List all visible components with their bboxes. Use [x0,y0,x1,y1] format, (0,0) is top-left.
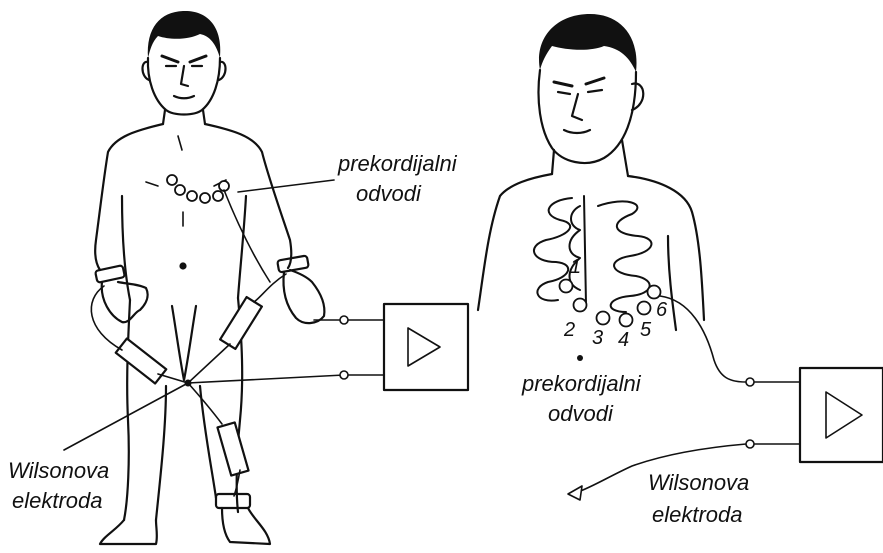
electrode-number-5: 5 [640,320,651,340]
standing-man-right-hand [284,270,325,323]
right-amplifier [800,368,883,462]
standing-man-mouth [174,96,194,98]
left-chest-electrode-4 [200,193,210,203]
electrode-number-2: 2 [564,320,575,340]
left-amp-terminal-bottom [340,371,348,379]
electrode-number-3: 3 [592,328,603,348]
left-precordial-electrodes [167,175,229,203]
standing-man-hair [148,11,221,58]
left-wiring [64,180,344,496]
right-electrode-4 [620,314,633,327]
ankle-band [216,494,250,508]
left-wilson-label-line2: elektroda [12,488,103,514]
left-precordial-label-line1: prekordijalni [338,151,457,177]
right-wilson-label-line1: Wilsonova [648,470,749,496]
resistor-left-arm [116,339,166,384]
torso-man-mouth [564,130,590,133]
wilson-center-node [185,380,192,387]
wire-wilson-pointer [64,383,188,450]
standing-man-crotch [172,306,196,380]
standing-man-eyebrows [162,56,206,62]
torso-man-nose [572,94,582,120]
sternum [584,196,586,304]
wilson-arrow-head [568,486,582,500]
wire-label-precordial [238,180,334,192]
right-amplifier-box [800,368,883,462]
standing-man-left-foot [100,520,157,544]
left-chest-electrode-2 [175,185,185,195]
right-precordial-label-line2: odvodi [548,401,613,427]
left-precordial-label-line2: odvodi [356,181,421,207]
resistor-right-arm [220,297,262,349]
wire-right-wrist-to-resistor [254,274,286,302]
standing-man-torso-left [95,124,163,270]
ribs-right [598,201,651,312]
left-chest-electrode-3 [187,191,197,201]
left-chest-electrode-1 [167,175,177,185]
standing-man-left-leg [124,300,130,520]
standing-man-nose [181,66,188,86]
right-electrode-1 [560,280,573,293]
standing-man-left-hand [102,282,148,322]
electrode-number-6: 6 [656,300,667,320]
torso-man-eyes [558,90,602,94]
torso-man-brows [554,78,604,86]
right-amp-terminal-bottom [746,440,754,448]
right-electrode-2 [574,299,587,312]
wire-center-to-amp [188,375,344,383]
left-chest-electrode-5 [213,191,223,201]
left-amplifier [314,304,468,390]
standing-man-figure [95,11,324,544]
torso-man-hair [539,14,636,72]
standing-man-chest-lines [146,136,226,226]
right-electrode-3 [597,312,610,325]
electrode-number-1: 1 [570,257,581,277]
resistor-leg [217,422,248,475]
standing-man-right-side [238,196,246,298]
right-precordial-label-line1: prekordijalni [522,371,641,397]
standing-man-navel [181,264,186,269]
right-wilson-label-line2: elektroda [652,502,743,528]
left-wilson-label-line1: Wilsonova [8,458,109,484]
right-amp-terminal-top [746,378,754,386]
electrode-number-4: 4 [618,330,629,350]
left-amplifier-box [384,304,468,390]
torso-man-figure [478,14,704,361]
wire-chest-to-amp [224,190,270,282]
wire-leg-resistor-to-center [188,383,222,424]
left-amp-terminal-top [340,316,348,324]
wire-right-resistor-to-center [188,344,230,383]
right-electrode-6 [648,286,661,299]
torso-navel-dot [577,355,583,361]
right-electrode-5 [638,302,651,315]
torso-man-side-right [668,236,676,330]
standing-man-right-foot [222,508,270,544]
